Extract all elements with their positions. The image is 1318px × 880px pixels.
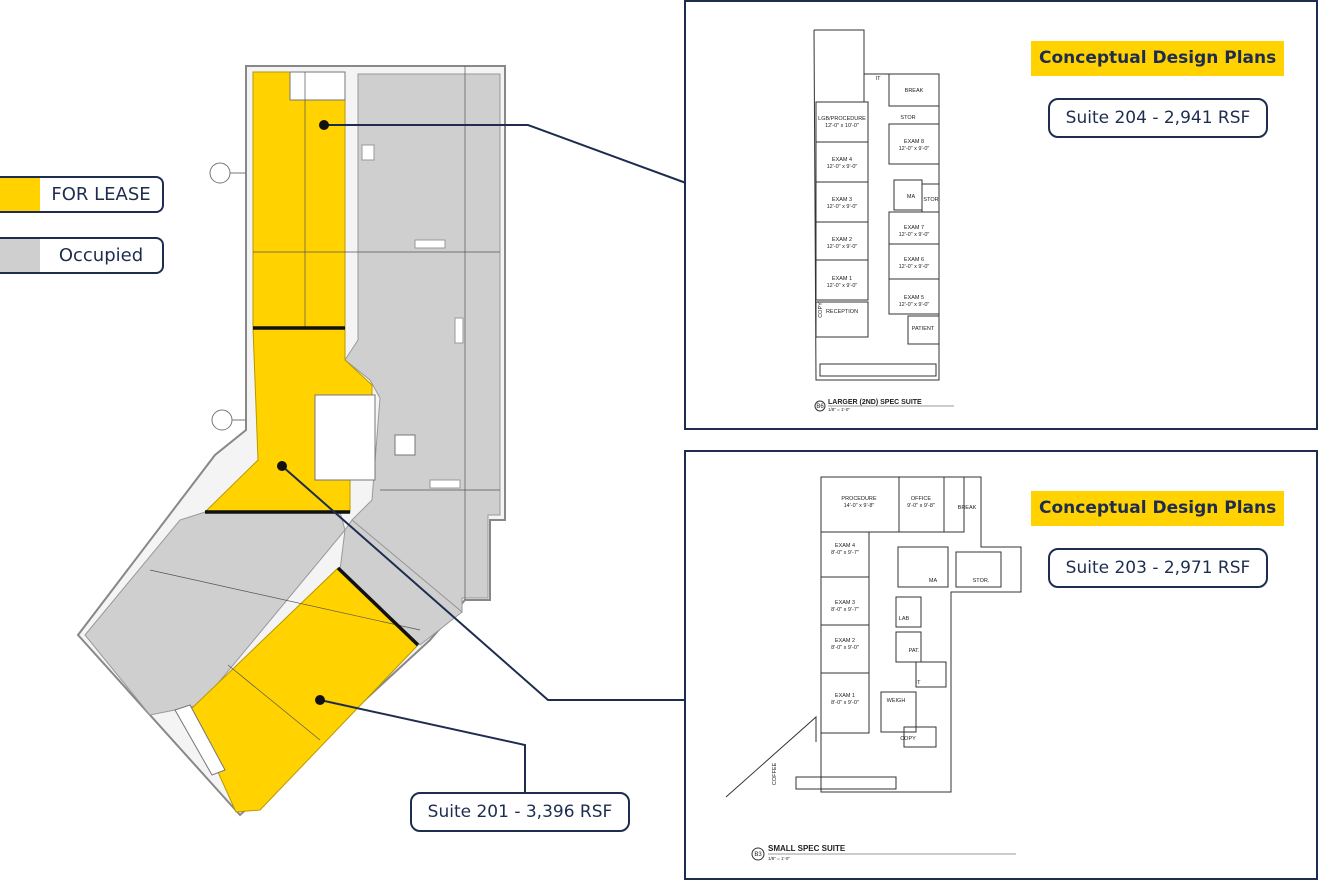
room-exam7-dim: 12'-0" x 9'-0": [899, 232, 930, 238]
plan-id-bubble: [751, 847, 765, 861]
suite-201-label: Suite 201 - 3,396 RSF: [410, 792, 630, 832]
stair-south: [174, 704, 226, 776]
room-exam4: EXAM 4: [832, 157, 852, 163]
room-exam2: EXAM 2: [835, 638, 855, 644]
occupied-label: Occupied: [58, 245, 144, 266]
core-elevator: [314, 394, 376, 481]
room-exam8-dim: 12'-0" x 9'-0": [899, 146, 930, 152]
room-exam2-dim: 8'-0" x 9'-0": [831, 645, 859, 651]
room-copy: COPY: [818, 302, 824, 318]
room-ma: MA: [929, 578, 938, 584]
room-storage: STOR: [900, 115, 915, 121]
conceptual-badge-top: Conceptual Design Plans: [1031, 41, 1285, 76]
suite-204-plan: BREAK IT STOR LGB/PROCEDURE 12'-0" x 10'…: [813, 29, 954, 412]
room-exam3: EXAM 3: [832, 197, 852, 203]
room-ma: MA: [907, 194, 916, 200]
stair-north: [289, 71, 346, 101]
column-grid: [149, 66, 500, 741]
suite-204-marker: [319, 120, 329, 130]
plan-scale: 1/8" = 1'-0": [828, 407, 850, 412]
room-exam3-dim: 12'-0" x 9'-0": [827, 204, 858, 210]
for-lease-label: FOR LEASE: [51, 184, 151, 205]
room-office-dim: 9'-0" x 9'-8": [907, 503, 935, 509]
plan-id: B6: [816, 404, 824, 410]
legend-occupied: Occupied: [0, 237, 164, 274]
occupied-corridor: [339, 519, 463, 646]
room-stor: STOR: [923, 197, 938, 203]
suite-203-marker: [277, 461, 287, 471]
room-copy: COPY: [900, 736, 916, 742]
room-pat: PAT.: [909, 648, 920, 654]
room-it: IT: [876, 76, 882, 82]
plan-title: LARGER (2ND) SPEC SUITE: [828, 399, 922, 406]
suite-204-label: Suite 204 - 2,941 RSF: [1048, 98, 1268, 138]
grid-bubbles: [209, 162, 246, 431]
room-reception: RECEPTION: [826, 309, 858, 315]
room-procedure-dim: 14'-0" x 9'-8": [844, 503, 875, 509]
room-lab-procedure: LGB/PROCEDURE: [818, 116, 866, 122]
plan-id: B3: [754, 852, 762, 858]
room-patient: PATIENT: [912, 326, 935, 332]
room-exam1: EXAM 1: [832, 276, 852, 282]
occupied-fixture-2: [454, 317, 464, 344]
legend-for-lease: FOR LEASE: [0, 176, 164, 213]
occupied-fixture-1: [414, 239, 446, 249]
room-exam4-dim: 8'-0" x 9'-7": [831, 550, 859, 556]
conceptual-badge-bottom: Conceptual Design Plans: [1031, 491, 1285, 526]
room-weigh: WEIGH: [887, 698, 906, 704]
occupied-swatch: [0, 239, 40, 272]
room-exam4-dim: 12'-0" x 9'-0": [827, 164, 858, 170]
room-lab-procedure-dim: 12'-0" x 10'-0": [825, 123, 859, 129]
room-exam5: EXAM 5: [904, 295, 924, 301]
suite-201-marker: [315, 695, 325, 705]
room-exam7: EXAM 7: [904, 225, 924, 231]
plan-scale: 1/8" = 1'-0": [768, 856, 790, 861]
suite-204-area: [252, 71, 346, 329]
room-exam1-dim: 8'-0" x 9'-0": [831, 700, 859, 706]
suite-203-plan: PROCEDURE 14'-0" x 9'-8" OFFICE 9'-0" x …: [725, 476, 1022, 861]
room-office: OFFICE: [911, 496, 931, 502]
room-break: BREAK: [905, 88, 924, 94]
room-exam3: EXAM 3: [835, 600, 855, 606]
suite-203-panel: PROCEDURE 14'-0" x 9'-8" OFFICE 9'-0" x …: [684, 450, 1318, 880]
occupied-fixture-4: [361, 144, 375, 161]
room-procedure: PROCEDURE: [841, 496, 876, 502]
room-exam6-dim: 12'-0" x 9'-0": [899, 264, 930, 270]
room-exam4: EXAM 4: [835, 543, 855, 549]
plan-id-bubble: [814, 400, 826, 412]
room-exam2-dim: 12'-0" x 9'-0": [827, 244, 858, 250]
core-shaft: [394, 434, 416, 456]
room-exam5-dim: 12'-0" x 9'-0": [899, 302, 930, 308]
room-lab: LAB: [899, 616, 910, 622]
room-coffee: COFFEE: [772, 763, 778, 786]
room-it: IT: [916, 680, 922, 686]
room-exam3-dim: 8'-0" x 9'-7": [831, 607, 859, 613]
room-break: BREAK: [958, 505, 977, 511]
room-exam1: EXAM 1: [835, 693, 855, 699]
suite-203-label: Suite 203 - 2,971 RSF: [1048, 548, 1268, 588]
for-lease-swatch: [0, 178, 40, 211]
room-exam8: EXAM 8: [904, 139, 924, 145]
suite-204-panel: BREAK IT STOR LGB/PROCEDURE 12'-0" x 10'…: [684, 0, 1318, 430]
room-exam6: EXAM 6: [904, 257, 924, 263]
occupied-fixture-3: [429, 479, 461, 489]
callout-lines: [281, 124, 687, 795]
room-exam2: EXAM 2: [832, 237, 852, 243]
room-exam1-dim: 12'-0" x 9'-0": [827, 283, 858, 289]
plan-title: SMALL SPEC SUITE: [768, 844, 846, 853]
demising-lines: [205, 326, 420, 647]
room-stor: STOR.: [973, 578, 990, 584]
